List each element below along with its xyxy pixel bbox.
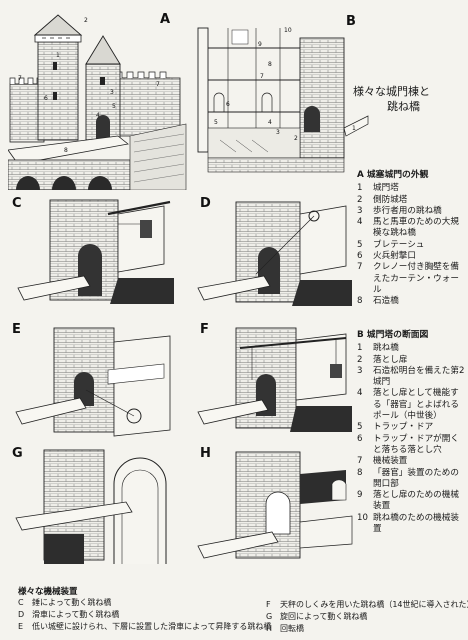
diagram-number: 5 — [214, 119, 218, 126]
diagram-number: 8 — [268, 61, 272, 68]
legend-heading: A 城塞城門の外観 — [357, 170, 429, 180]
diagram-number: 8 — [64, 147, 68, 154]
illustration-mechanism-e — [14, 320, 180, 444]
diagram-number: 2 — [84, 17, 88, 24]
illustration-mechanism-f — [196, 320, 356, 444]
illustration-mechanism-h — [196, 444, 356, 572]
panel-label-d: D — [200, 196, 211, 211]
diagram-number: 7 — [260, 73, 264, 80]
panel-label-a: A — [160, 12, 171, 27]
diagram-number: 3 — [276, 129, 280, 136]
legend-heading: B 城門塔の断面図 — [357, 330, 429, 340]
figure-caption: 様々な城門棟と 跳ね橋 — [353, 85, 430, 113]
illustration-mechanism-c — [14, 194, 180, 318]
diagram-number: 6 — [44, 95, 48, 102]
diagram-number: 4 — [268, 119, 272, 126]
panel-label-b: B — [346, 14, 356, 29]
illustration-gate-tower-section: 10 9 8 7 6 5 4 3 2 1 — [196, 20, 372, 190]
diagram-number: 6 — [226, 101, 230, 108]
panel-label-f: F — [200, 322, 209, 337]
panel-label-h: H — [200, 446, 211, 461]
illustration-mechanism-g — [14, 444, 180, 572]
diagram-number: 4 — [96, 112, 100, 119]
diagram-number: 2 — [294, 135, 298, 142]
panel-label-c: C — [12, 196, 22, 211]
diagram-number: 1 — [56, 52, 60, 59]
diagram-number: 5 — [112, 103, 116, 110]
diagram-number: 7 — [156, 81, 160, 88]
illustration-mechanism-d — [196, 194, 356, 318]
legend-item: 8「器官」装置のための開口部 — [357, 467, 459, 489]
panel-label-g: G — [12, 446, 23, 461]
mechanisms-title: 様々な機械装置 — [18, 587, 78, 597]
diagram-number: 10 — [284, 27, 292, 34]
illustration-castle-gate-exterior: 1 2 3 4 5 6 7 7 8 — [8, 12, 188, 190]
diagram-number: 9 — [258, 41, 262, 48]
diagram-number: 1 — [352, 125, 356, 132]
diagram-number: 7 — [18, 75, 22, 82]
panel-label-e: E — [12, 322, 21, 337]
diagram-number: 3 — [110, 89, 114, 96]
